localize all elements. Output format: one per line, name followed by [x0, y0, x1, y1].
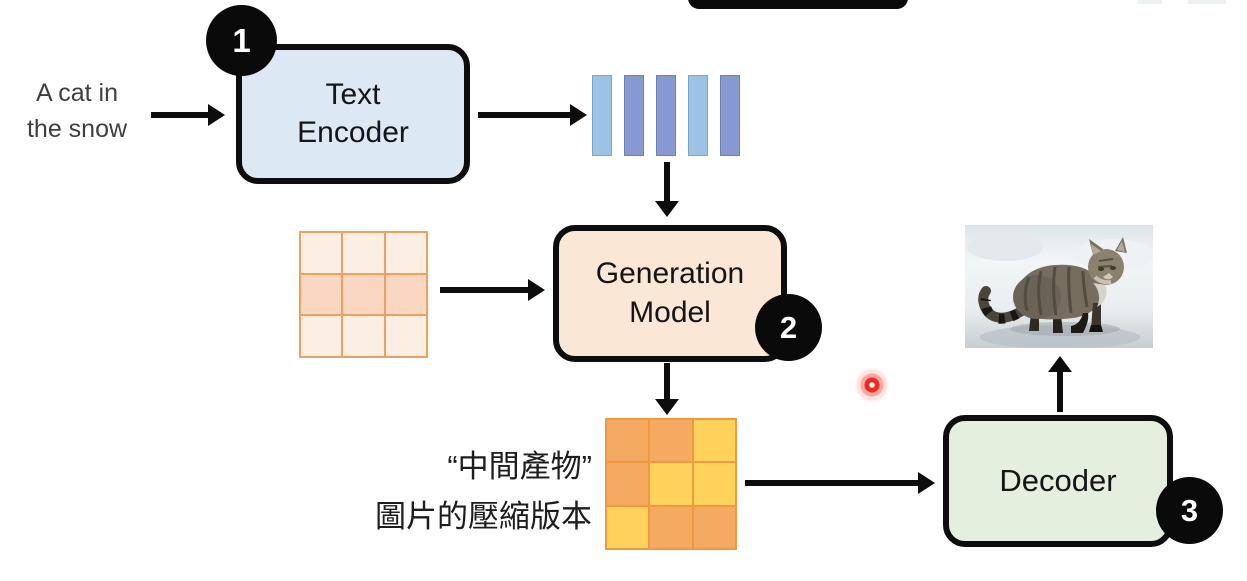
latent-caption: “中間產物” 圖片的壓縮版本	[318, 442, 592, 542]
arrow-prompt-to-text-encoder	[151, 104, 225, 126]
noise-grid-cell	[385, 233, 426, 273]
text-encoder-label-line1: Text	[325, 77, 381, 111]
arrow-noise-to-generation-model	[440, 279, 545, 301]
noise-grid-cell	[385, 274, 426, 315]
generation-model-box: Generation Model	[553, 225, 787, 362]
step-1-badge: 1	[206, 5, 277, 76]
arrow-encoder-to-embeddings	[478, 104, 587, 126]
latent-grid-cell	[650, 506, 692, 548]
arrowhead-right	[528, 279, 545, 301]
embedding-bar	[688, 75, 708, 156]
prompt-text: A cat in the snow	[6, 76, 148, 147]
noise-grid-cell	[343, 316, 384, 356]
latent-caption-line1: “中間產物”	[447, 449, 592, 484]
noise-grid-cell	[301, 233, 342, 273]
embedding-bar	[624, 75, 644, 156]
embedding-bar	[592, 75, 612, 156]
arrowhead-down	[655, 399, 679, 415]
latent-grid-cell	[650, 463, 692, 505]
cropped-ui-sliver	[1138, 0, 1162, 4]
text-encoder-box: Text Encoder	[236, 44, 470, 184]
step-2-badge: 2	[755, 294, 822, 361]
prompt-line-2: the snow	[26, 114, 128, 143]
noise-grid-cell	[343, 274, 384, 315]
noise-grid-cell	[343, 233, 384, 273]
arrow-embeddings-to-generation-model	[655, 162, 679, 217]
latent-grid-cell	[607, 463, 649, 505]
noise-grid-cell	[385, 316, 426, 356]
prompt-line-1: A cat in	[36, 79, 118, 107]
cat-image	[965, 225, 1153, 348]
arrowhead-right	[208, 104, 225, 126]
noise-grid-cell	[301, 316, 342, 356]
arrowhead-right	[918, 472, 935, 494]
latent-grid-cell	[693, 420, 735, 462]
decoder-box: Decoder	[943, 415, 1173, 547]
embedding-bars	[592, 75, 740, 156]
embedding-bar	[656, 75, 676, 156]
embedding-bar	[720, 75, 740, 156]
generation-model-label-line2: Model	[629, 295, 711, 329]
generation-model-label-line1: Generation	[595, 257, 745, 291]
latent-grid-cell	[607, 506, 649, 548]
latent-grid-cell	[650, 420, 692, 462]
latent-grid-cell	[607, 420, 649, 462]
decoder-label: Decoder	[999, 463, 1117, 499]
arrow-latent-to-decoder	[745, 472, 935, 494]
laser-pointer-dot	[854, 367, 890, 403]
noise-grid	[299, 231, 428, 358]
arrow-decoder-to-image	[1048, 356, 1072, 412]
latent-grid-cell	[693, 506, 735, 548]
latent-grid	[605, 418, 737, 550]
arrowhead-right	[570, 104, 587, 126]
step-3-badge: 3	[1156, 477, 1223, 544]
arrowhead-down	[655, 201, 679, 217]
cropped-ui-sliver	[1188, 0, 1226, 4]
arrow-generation-model-to-latent	[655, 363, 679, 415]
noise-grid-cell	[301, 274, 342, 315]
text-encoder-label-line2: Encoder	[297, 116, 409, 149]
arrowhead-up	[1048, 356, 1072, 372]
latent-caption-line2: 圖片的壓縮版本	[375, 499, 592, 534]
latent-grid-cell	[693, 463, 735, 505]
cropped-black-box-edge	[688, 0, 908, 9]
